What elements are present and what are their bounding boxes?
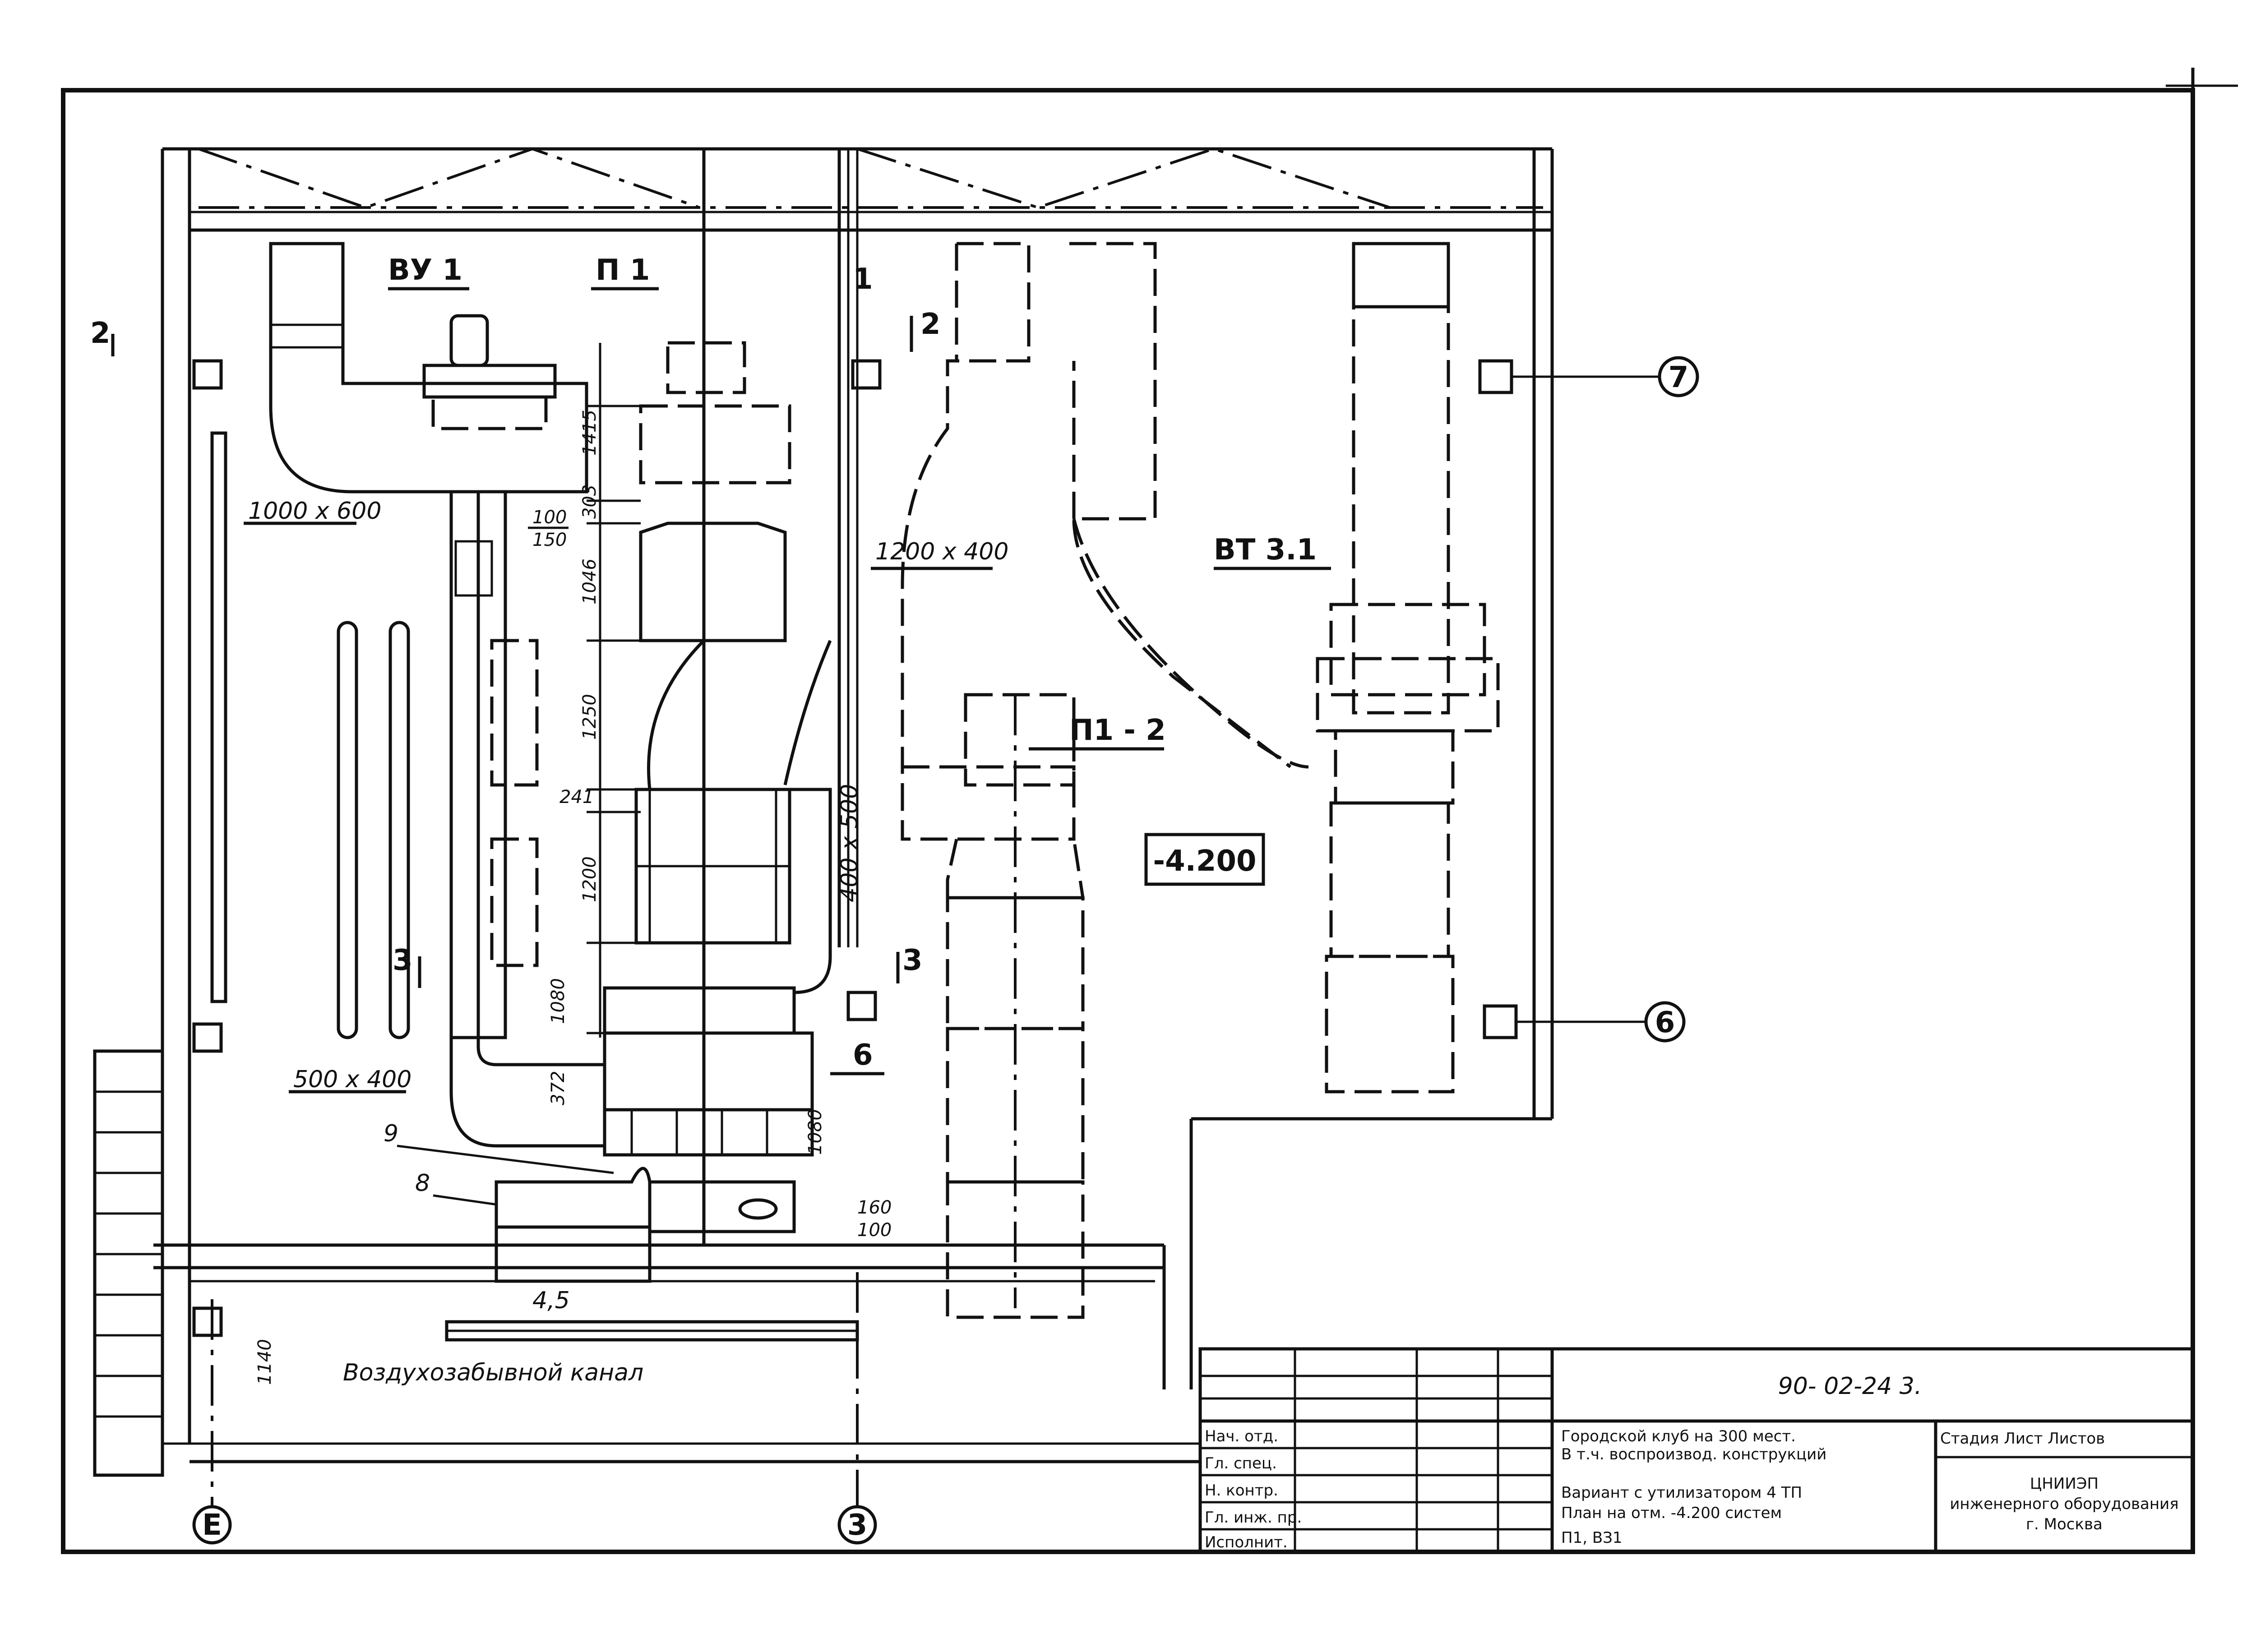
title-line-3: Вариант с утилизатором 4 ТП [1561, 1484, 1802, 1502]
heater [337, 621, 358, 1039]
vu1-label: ВУ 1 [388, 254, 462, 287]
axis-6-bubble [1644, 1001, 1686, 1043]
sheet-frame [61, 88, 2195, 1554]
dim-160: 160 [857, 1197, 892, 1218]
dim-1415: 1415 [579, 410, 600, 456]
axis-3-label: 3 [847, 1509, 868, 1542]
vt3-1-duct [1316, 242, 1500, 1094]
note-4-5: 4,5 [532, 1287, 570, 1314]
axis-7-label: 7 [1669, 361, 1689, 394]
role-row: Гл. спец. [1205, 1454, 1277, 1472]
title-line-1: Городской клуб на 300 мест. [1561, 1427, 1796, 1445]
section-2-mid: 2 [920, 308, 941, 341]
dim-1250: 1250 [579, 694, 600, 740]
pos-6-mark: 6 [853, 1038, 873, 1072]
section-2-left: 2 [90, 317, 111, 350]
intake-channel [445, 1320, 859, 1342]
duct-size-1000x600: 1000 х 600 [248, 498, 381, 525]
dim-1046: 1046 [579, 558, 600, 605]
section-3-mid: 3 [902, 944, 923, 977]
dim-100: 100 [857, 1220, 892, 1241]
pos-9: 9 [384, 1120, 398, 1147]
duct-size-1200x400: 1200 х 400 [875, 538, 1008, 565]
org-dept: инженерного оборудования [1950, 1495, 2178, 1513]
axis-e-label: Е [202, 1509, 222, 1542]
role-row: Гл. инж. пр. [1205, 1509, 1302, 1527]
duct-size-150-label: 150 [532, 530, 567, 550]
dimension-chain [587, 343, 641, 1038]
level-box [1144, 833, 1265, 886]
vt3-1-label: ВТ 3.1 [1214, 533, 1317, 567]
building-walls [153, 147, 1554, 1463]
axis-e-bubble [192, 1505, 232, 1545]
duct-size-400x500: 400 х 500 [836, 784, 863, 902]
dim-1200: 1200 [579, 856, 600, 902]
stage-header: Стадия Лист Листов [1940, 1430, 2105, 1448]
title-line-4: План на отм. -4.200 систем [1561, 1504, 1782, 1522]
column [851, 359, 882, 390]
dim-1140: 1140 [254, 1339, 275, 1385]
column [192, 359, 223, 390]
column [192, 1022, 223, 1053]
vu1-duct [269, 242, 605, 1148]
p1-2-label: П1 - 2 [1069, 714, 1166, 747]
duct-size-500x400: 500 х 400 [293, 1066, 411, 1093]
column [192, 1306, 223, 1337]
title-code: 90- 02-24 3. [1778, 1373, 1922, 1400]
dim-1080-a: 1080 [548, 978, 569, 1024]
dim-303: 303 [579, 485, 600, 519]
p1-duct [495, 341, 832, 1283]
dim-1080-b: 1080 [805, 1109, 826, 1155]
org-city: г. Москва [2026, 1515, 2103, 1533]
role-row: Н. контр. [1205, 1481, 1278, 1500]
title-line-2: В т.ч. воспроизвод. конструкций [1561, 1445, 1826, 1463]
role-row: Нач. отд. [1205, 1427, 1278, 1445]
column [846, 991, 877, 1021]
axis-6-label: 6 [1655, 1006, 1675, 1039]
pos-8: 8 [415, 1170, 430, 1197]
p1-label: П 1 [596, 254, 650, 287]
stairs [93, 1049, 164, 1477]
title-block [1198, 1347, 2195, 1554]
column [1483, 1004, 1518, 1039]
dim-241: 241 [559, 787, 594, 808]
column [1478, 359, 1513, 394]
role-row: Исполнит. [1205, 1533, 1288, 1551]
title-line-5: П1, ВЗ1 [1561, 1529, 1623, 1547]
org-name: ЦНИИЭП [2030, 1475, 2099, 1493]
duct-1200x400 [901, 242, 1309, 1319]
radiator [210, 431, 227, 1003]
axis-3-bubble [837, 1505, 877, 1545]
intake-channel-label: Воздухозабывной канал [343, 1359, 643, 1386]
dim-372: 372 [548, 1071, 569, 1105]
section-3-left: 3 [393, 944, 413, 977]
level-label: -4.200 [1153, 844, 1257, 878]
duct-size-100-label: 100 [532, 507, 567, 528]
axis-7-bubble [1658, 356, 1699, 397]
heater [388, 621, 410, 1039]
section-1: 1 [853, 263, 873, 296]
